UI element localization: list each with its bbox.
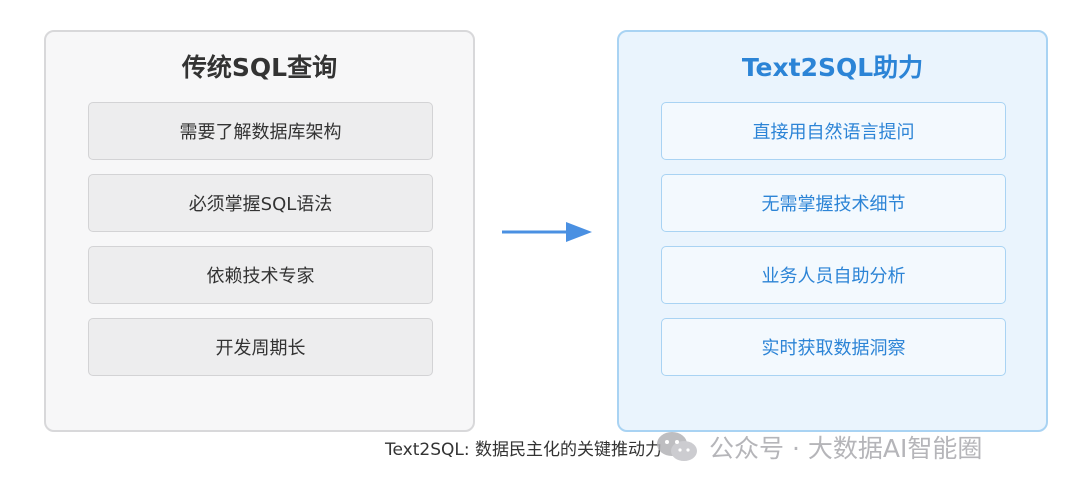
- text2sql-item: 业务人员自助分析: [661, 246, 1006, 304]
- wechat-logo-icon: [657, 432, 697, 461]
- text2sql-item: 实时获取数据洞察: [661, 318, 1006, 376]
- text2sql-title: Text2SQL助力: [741, 53, 924, 82]
- text2sql-panel: Text2SQL助力 直接用自然语言提问 无需掌握技术细节 业务人员自助分析 实…: [617, 30, 1048, 432]
- traditional-item: 需要了解数据库架构: [88, 102, 433, 160]
- text2sql-item: 无需掌握技术细节: [661, 174, 1006, 232]
- traditional-item: 必须掌握SQL语法: [88, 174, 433, 232]
- diagram-caption: Text2SQL: 数据民主化的关键推动力: [385, 440, 662, 460]
- traditional-sql-panel: 传统SQL查询 需要了解数据库架构 必须掌握SQL语法 依赖技术专家 开发周期长: [44, 30, 475, 432]
- text2sql-item: 直接用自然语言提问: [661, 102, 1006, 160]
- traditional-item: 开发周期长: [88, 318, 433, 376]
- watermark: 公众号 · 大数据AI智能圈: [655, 425, 982, 469]
- watermark-text: 公众号 · 大数据AI智能圈: [709, 434, 983, 463]
- traditional-sql-title: 传统SQL查询: [181, 53, 338, 82]
- traditional-item: 依赖技术专家: [88, 246, 433, 304]
- right-arrow-icon: [502, 222, 592, 242]
